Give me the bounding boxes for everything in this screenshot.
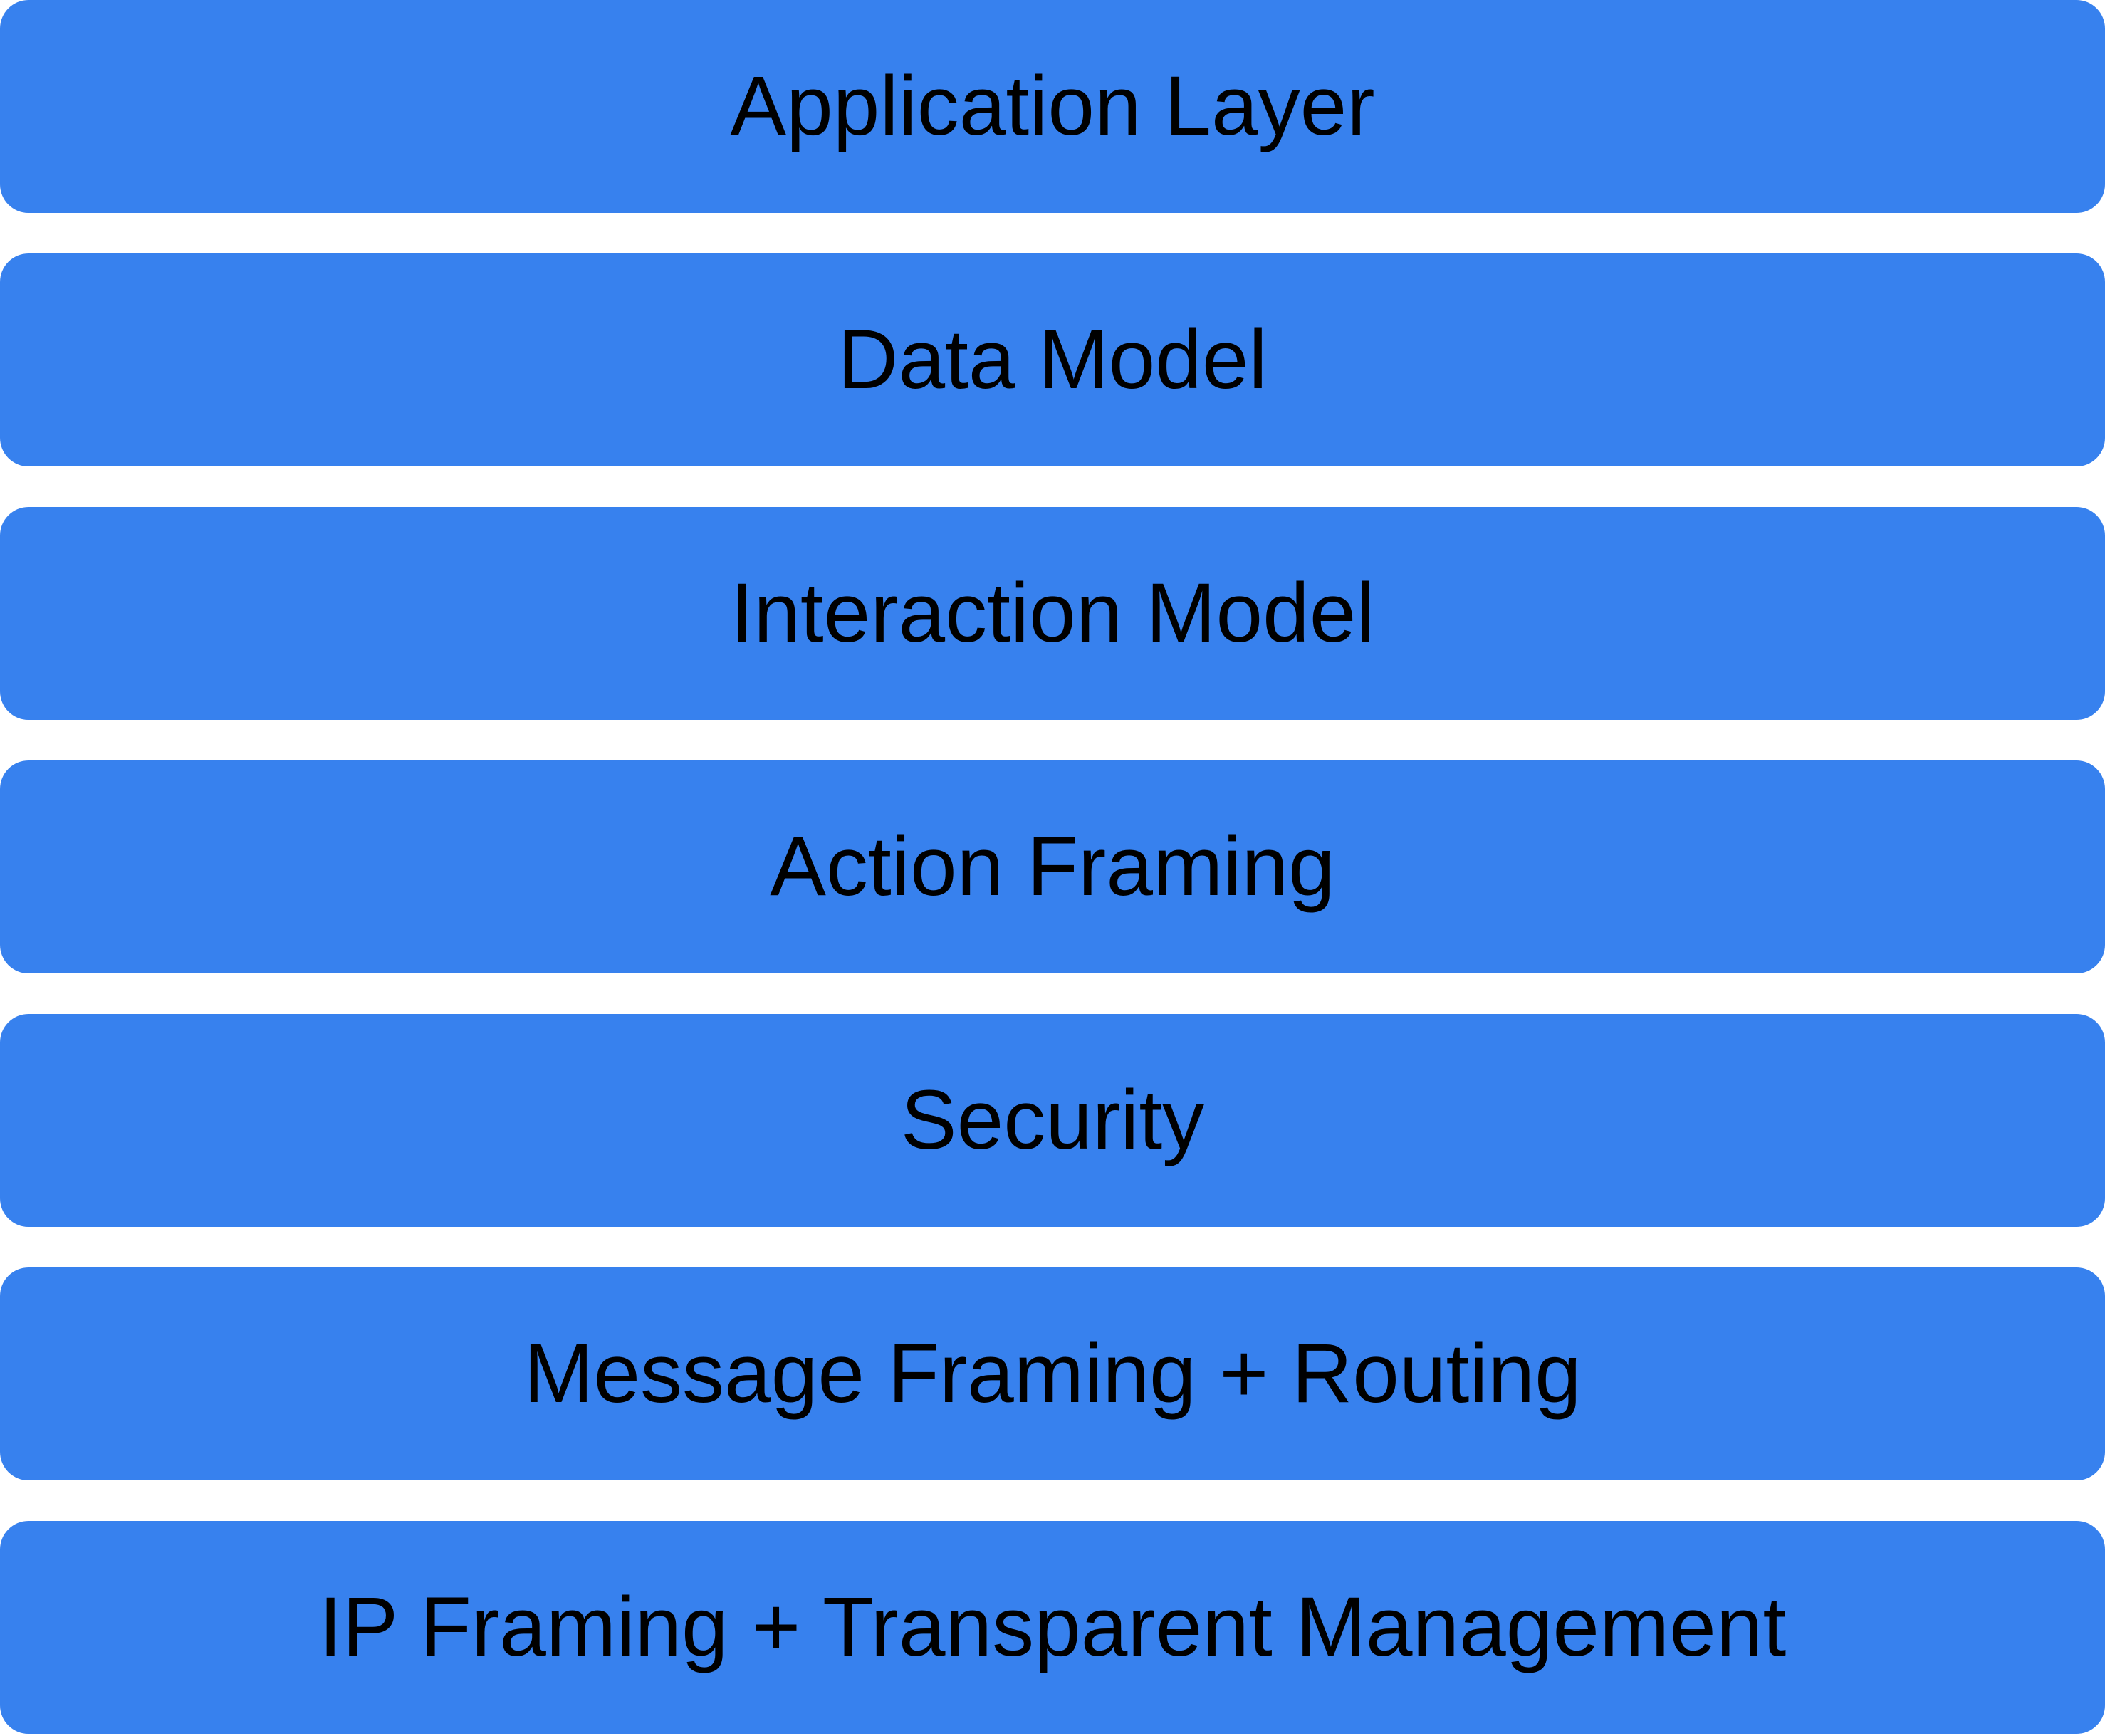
layer-block-action-framing: Action Framing bbox=[0, 760, 2105, 973]
layer-label-application: Application Layer bbox=[730, 58, 1375, 153]
layer-label-ip-framing-transparent-management: IP Framing + Transparent Management bbox=[318, 1579, 1787, 1674]
layer-block-interaction-model: Interaction Model bbox=[0, 507, 2105, 720]
layer-label-action-framing: Action Framing bbox=[770, 819, 1335, 914]
layer-label-security: Security bbox=[900, 1072, 1205, 1167]
layer-block-ip-framing-transparent-management: IP Framing + Transparent Management bbox=[0, 1521, 2105, 1734]
layer-block-message-framing-routing: Message Framing + Routing bbox=[0, 1267, 2105, 1480]
layer-label-message-framing-routing: Message Framing + Routing bbox=[523, 1326, 1582, 1421]
layer-label-data-model: Data Model bbox=[837, 312, 1268, 407]
layer-label-interaction-model: Interaction Model bbox=[730, 565, 1375, 660]
layer-block-application: Application Layer bbox=[0, 0, 2105, 213]
layer-block-security: Security bbox=[0, 1014, 2105, 1227]
layer-block-data-model: Data Model bbox=[0, 253, 2105, 466]
